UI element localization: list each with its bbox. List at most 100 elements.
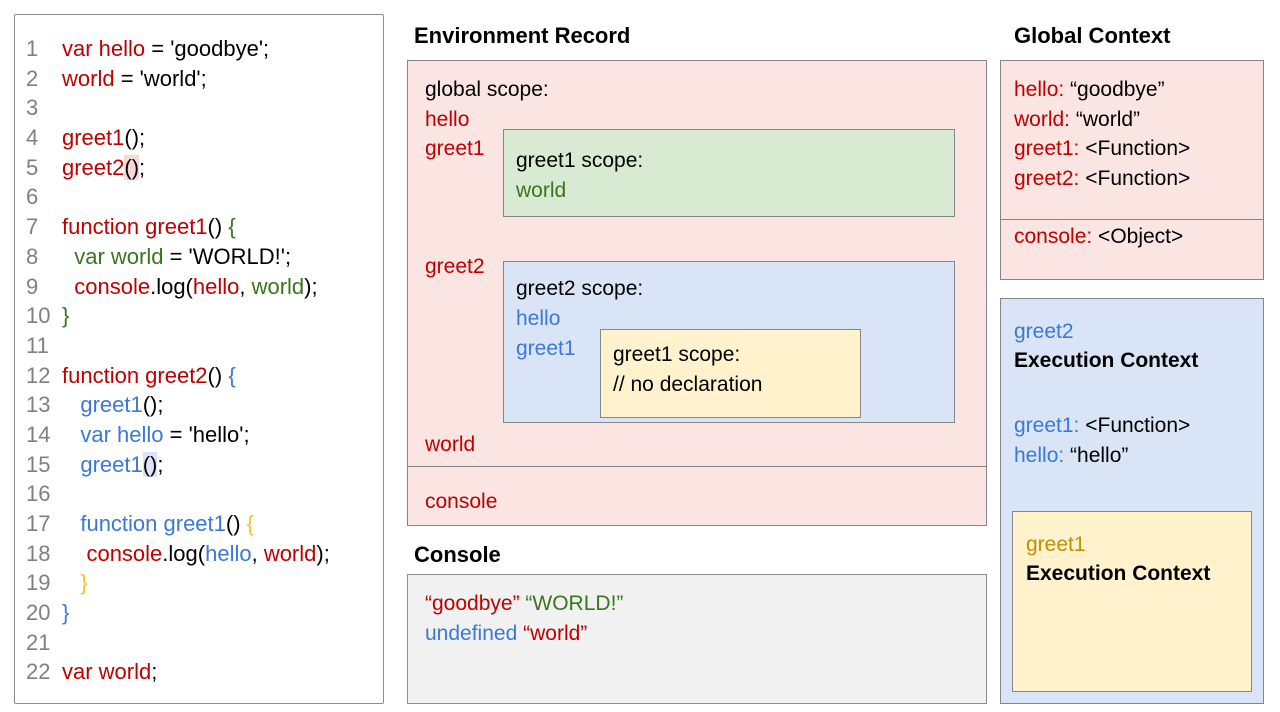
- code-token: [62, 274, 74, 299]
- global-scope-label: global scope:: [425, 78, 549, 101]
- code-token: var hello: [80, 421, 164, 447]
- environment-record-title: Environment Record: [414, 23, 631, 48]
- code-token: );: [316, 540, 330, 566]
- code-token: greet2: [62, 154, 125, 180]
- line-number: 12: [26, 362, 51, 388]
- greet1-execution-context-name: greet1: [1026, 533, 1086, 556]
- code-token: hello: [205, 540, 252, 566]
- code-token: [62, 570, 80, 595]
- console-line: “goodbye” “WORLD!”: [425, 589, 623, 619]
- global-scope-member-console: console: [425, 489, 498, 513]
- code-token: ;: [157, 451, 164, 477]
- greet2-execution-context-box: greet2 Execution Context greet1: <Functi…: [1000, 298, 1264, 704]
- line-number: 11: [26, 332, 49, 358]
- code-line: 18 console.log(hello, world);: [15, 539, 383, 569]
- code-token: }: [62, 600, 70, 626]
- code-token: ;: [139, 154, 146, 180]
- code-token: .log(: [162, 540, 206, 566]
- code-line: 21: [15, 628, 383, 658]
- line-number: 4: [26, 125, 39, 151]
- code-token: (): [225, 511, 247, 536]
- code-token: [62, 452, 80, 477]
- context-entry: greet1: <Function>: [1014, 137, 1191, 160]
- console-title: Console: [414, 542, 501, 567]
- code-line: 19 }: [15, 568, 383, 598]
- greet2-execution-context-name: greet2: [1014, 320, 1074, 343]
- global-scope-console-box: console: [407, 465, 987, 526]
- code-line: 20}: [15, 598, 383, 628]
- line-number: 22: [26, 659, 51, 685]
- code-line: 15 greet1();: [15, 450, 383, 480]
- greet1-execution-context-title: Execution Context: [1026, 562, 1211, 585]
- line-number: 17: [26, 511, 51, 536]
- code-token: }: [80, 570, 88, 596]
- code-token: var world: [62, 659, 152, 685]
- code-line: 16: [15, 479, 383, 509]
- line-number: 1: [26, 36, 39, 61]
- code-line: 17 function greet1() {: [15, 509, 383, 539]
- code-token: console: [86, 540, 163, 566]
- code-token: world: [62, 65, 115, 91]
- global-scope-member-greet2: greet2: [425, 255, 485, 278]
- greet1-execution-context-box: greet1 Execution Context: [1012, 511, 1252, 692]
- line-number: 15: [26, 451, 51, 477]
- code-token: [62, 511, 80, 536]
- code-line: 10}: [15, 301, 383, 331]
- code-token: );: [304, 273, 318, 299]
- code-token: (): [124, 154, 140, 180]
- greet2-execution-context-entries: greet1: <Function>hello: “hello”: [1014, 411, 1190, 470]
- line-number: 2: [26, 65, 39, 91]
- context-entry-key: greet1:: [1014, 137, 1080, 160]
- console-output-box: “goodbye” “WORLD!”undefined “world”: [407, 574, 987, 704]
- code-token: [62, 244, 74, 269]
- context-entry-key: world:: [1014, 107, 1071, 131]
- line-number: 13: [26, 392, 51, 418]
- global-scope-member-world: world: [425, 433, 476, 456]
- line-number: 18: [26, 540, 51, 566]
- line-number: 5: [26, 154, 39, 180]
- inner-greet1-scope-label: greet1 scope:: [613, 343, 741, 366]
- code-token: {: [228, 214, 236, 240]
- global-context-box: hello: “goodbye”world: “world”greet1: <F…: [1000, 60, 1264, 280]
- line-number: 7: [26, 214, 39, 240]
- inner-greet1-scope-box: greet1 scope: // no declaration: [600, 329, 861, 418]
- console-output-lines: “goodbye” “WORLD!”undefined “world”: [425, 589, 623, 649]
- greet2-scope-label: greet2 scope:: [516, 277, 644, 300]
- code-token: undefined: [425, 622, 518, 645]
- code-token: }: [62, 303, 70, 329]
- global-scope-member-greet1: greet1: [425, 137, 485, 160]
- global-context-entries: hello: “goodbye”world: “world”greet1: <F…: [1001, 61, 1263, 220]
- context-entry: hello: “hello”: [1014, 443, 1129, 467]
- code-token: “WORLD!”: [525, 592, 624, 615]
- context-entry: greet2: <Function>: [1014, 166, 1191, 190]
- global-context-console-entry: console: <Object>: [1014, 222, 1183, 252]
- code-token: var hello: [62, 36, 146, 61]
- context-entry-key: greet2:: [1014, 166, 1080, 190]
- code-token: var world: [74, 243, 164, 269]
- code-token: ();: [142, 392, 164, 418]
- code-token: function greet1: [80, 511, 226, 536]
- code-line: 8 var world = 'WORLD!';: [15, 242, 383, 272]
- line-number: 14: [26, 421, 51, 447]
- code-token: function greet1: [62, 214, 208, 240]
- context-entry-key: hello:: [1014, 78, 1065, 101]
- code-token: [62, 422, 80, 447]
- context-entry-key: greet1:: [1014, 414, 1080, 437]
- code-line: 13 greet1();: [15, 390, 383, 420]
- code-token: greet1: [80, 451, 143, 477]
- console-line: undefined “world”: [425, 619, 623, 649]
- code-token: [62, 392, 80, 417]
- context-entry: hello: “goodbye”: [1014, 78, 1165, 101]
- global-scope-box: global scope: hello greet1 greet1 scope:…: [407, 60, 987, 467]
- code-token: world: [263, 540, 317, 566]
- inner-greet1-scope-comment: // no declaration: [613, 373, 763, 396]
- line-number: 20: [26, 600, 51, 626]
- greet1-scope-member-world: world: [516, 179, 567, 202]
